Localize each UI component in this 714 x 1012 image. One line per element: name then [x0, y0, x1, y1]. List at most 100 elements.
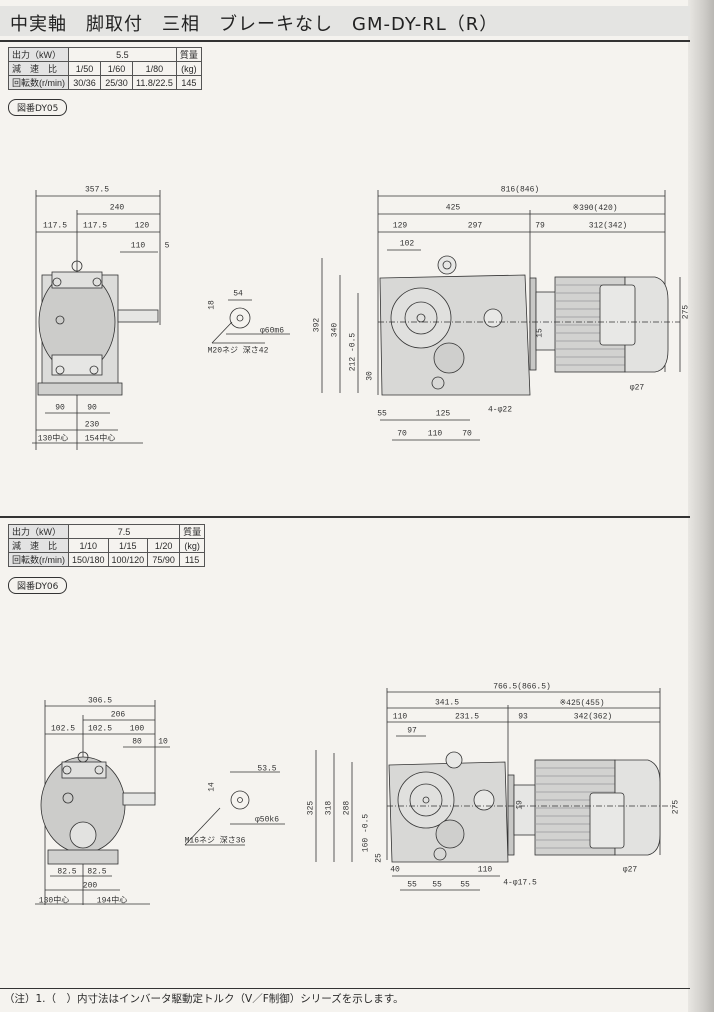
side-view-1	[321, 190, 681, 441]
dimension-label: 125	[435, 409, 451, 419]
dimension-label: 70	[462, 429, 472, 439]
dimension-label: 102.5	[50, 724, 76, 734]
dimension-label: 120	[134, 221, 150, 231]
dimension-label: 110	[477, 865, 493, 875]
dimension-label: 275	[681, 304, 691, 320]
dimension-label: 130中心	[37, 434, 69, 444]
section-divider	[0, 516, 690, 518]
dimension-label: 318	[324, 800, 334, 816]
page-edge-shadow	[688, 0, 714, 1012]
dimension-label: 82.5	[57, 867, 77, 877]
front-view-1	[32, 190, 161, 450]
dimension-label: 816(846)	[500, 185, 540, 195]
label-output: 出力（kW）	[8, 47, 69, 62]
front-view-2	[35, 700, 170, 905]
dimension-label: 342(362)	[573, 712, 613, 722]
dimension-label: 55	[407, 880, 417, 890]
dimension-label: 312(342)	[588, 221, 628, 231]
dimension-label: 110	[427, 429, 443, 439]
dimension-label: 117.5	[42, 221, 68, 231]
dimension-label: 55	[377, 409, 387, 419]
label-ratio: 減 速 比	[8, 538, 69, 553]
speed-cell: 25/30	[100, 75, 133, 90]
dimension-label: 18	[207, 300, 217, 310]
dimension-label: 288	[342, 800, 352, 816]
dimension-label: 4-φ22	[487, 405, 513, 415]
dimension-label: 206	[110, 710, 126, 720]
dimension-label: 341.5	[434, 698, 460, 708]
dimension-label: 392	[312, 317, 322, 333]
dimension-label: 4-φ17.5	[503, 878, 537, 888]
dimension-label: 70	[397, 429, 407, 439]
dimension-label: 55	[432, 880, 442, 890]
dimension-label: 129	[392, 221, 408, 231]
shaft-detail-2	[184, 771, 285, 846]
drawing-number-badge: 図番DY05	[8, 99, 68, 116]
dimension-label: 54	[233, 289, 243, 299]
label-speed: 回転数(r/min)	[8, 75, 69, 90]
dimension-label: 275	[671, 799, 681, 815]
dimension-label: 340	[330, 322, 340, 338]
dimension-label: 325	[306, 800, 316, 816]
dimension-label: ※390(420)	[572, 204, 618, 213]
dimension-label: 55	[460, 880, 470, 890]
dimension-label: 766.5(866.5)	[493, 682, 551, 692]
dimension-label: 110	[392, 712, 408, 722]
mass-value: 115	[179, 552, 206, 567]
dimension-label: 30	[365, 371, 375, 381]
dimension-label: 5	[164, 241, 170, 251]
footnote: （注）1.（ ）内寸法はインバータ駆動定トルク（V／F制御）シリーズを示します。	[4, 993, 404, 1005]
dimension-label: 160 -0.5	[361, 813, 371, 853]
dimension-label: 102.5	[87, 724, 113, 734]
dimension-label: 154中心	[84, 434, 116, 444]
speed-cell: 30/36	[68, 75, 101, 90]
dimension-label: 110	[130, 241, 146, 251]
drawing-number-badge: 図番DY06	[8, 577, 68, 594]
dimension-label: 93	[518, 712, 528, 722]
dimension-label: 297	[467, 221, 483, 231]
dimension-label: 14	[207, 782, 217, 792]
dimension-label: 82.5	[87, 867, 107, 877]
dimension-label: 231.5	[454, 712, 480, 722]
page-title: 中実軸 脚取付 三相 ブレーキなし GM-DY-RL（R）	[10, 14, 499, 35]
dimension-label: φ60m6	[259, 326, 285, 336]
dimension-label: 40	[390, 865, 400, 875]
dimension-label: 15	[535, 328, 545, 338]
dimension-label: 212 -0.5	[348, 332, 358, 372]
label-output: 出力（kW）	[8, 524, 69, 539]
shaft-detail-1	[211, 299, 290, 344]
dimension-label: ※425(455)	[559, 699, 605, 708]
footnote-rule	[0, 988, 690, 989]
dimension-label: 425	[445, 203, 461, 213]
dimension-label: M16ネジ 深さ36	[184, 836, 246, 846]
dimension-label: 25	[374, 853, 384, 863]
side-view-2	[315, 688, 675, 891]
dimension-label: 100	[129, 724, 145, 734]
dimension-label: 19	[515, 800, 525, 810]
dimension-label: 306.5	[87, 696, 113, 706]
speed-cell: 150/180	[68, 552, 109, 567]
title-band	[0, 6, 690, 36]
dimension-label: 240	[109, 203, 125, 213]
dimension-label: 90	[87, 403, 97, 413]
dimension-label: 90	[55, 403, 65, 413]
label-speed: 回転数(r/min)	[8, 552, 69, 567]
dimension-label: 194中心	[96, 896, 128, 906]
mass-value: 145	[175, 75, 202, 90]
dimension-label: 117.5	[82, 221, 108, 231]
dimension-label: 53.5	[257, 764, 277, 774]
dimension-label: φ50k6	[254, 815, 280, 825]
dimension-label: φ27	[622, 865, 638, 875]
dimension-label: 230	[84, 420, 100, 430]
dimension-label: 130中心	[38, 896, 70, 906]
dimension-label: φ27	[629, 383, 645, 393]
dimension-label: 97	[407, 726, 417, 736]
title-rule	[0, 40, 690, 42]
